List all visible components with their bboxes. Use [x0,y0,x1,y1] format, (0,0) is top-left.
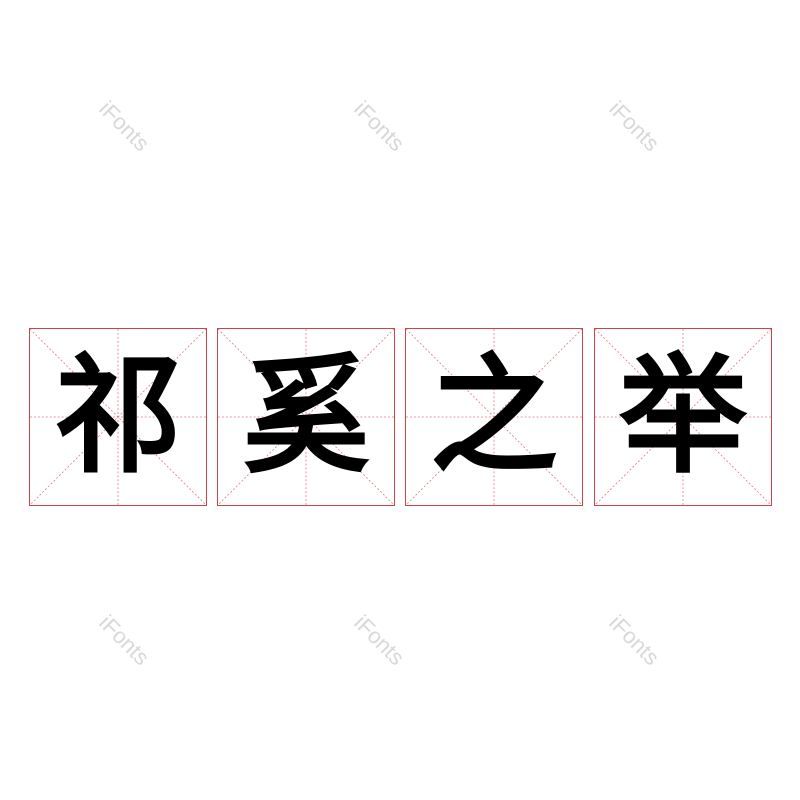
char-grid-2: 奚 [217,328,395,506]
character: 举 [618,342,747,491]
character: 祁 [53,342,182,491]
char-grid-1: 祁 [29,328,207,506]
grid-guides-icon [218,329,394,505]
watermark: iFonts [349,610,410,671]
watermark: iFonts [94,610,155,671]
grid-guides-icon [406,329,582,505]
character: 奚 [241,342,370,491]
char-grid-4: 举 [594,328,772,506]
grid-guides-icon [30,329,206,505]
watermark: iFonts [604,610,665,671]
watermark: iFonts [604,96,665,157]
char-grid-3: 之 [405,328,583,506]
watermark: iFonts [94,96,155,157]
character: 之 [429,342,558,491]
watermark: iFonts [349,96,410,157]
grid-guides-icon [595,329,771,505]
